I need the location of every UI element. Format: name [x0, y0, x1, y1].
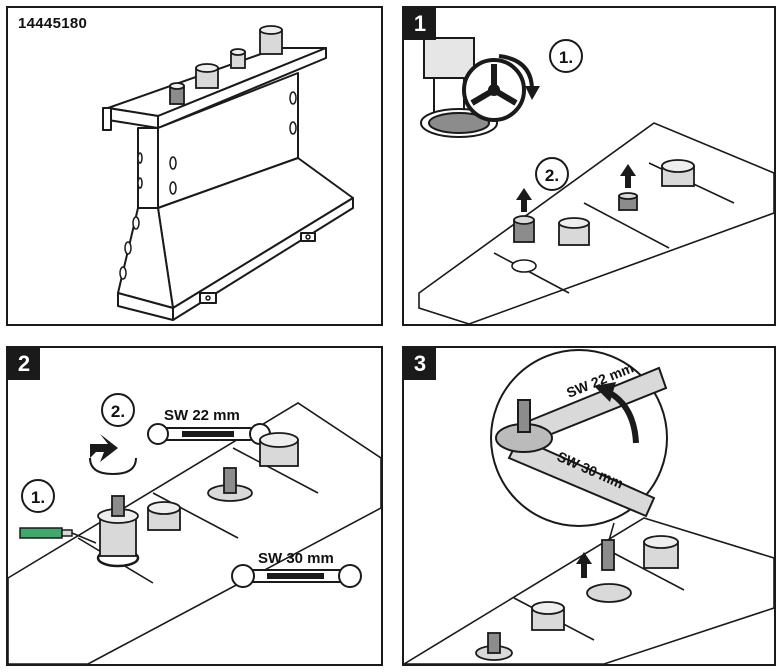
mounting-frame-illustration: [102, 25, 354, 321]
step-1-panel: 1. 2. 1: [402, 6, 776, 326]
wrench-22-icon: [147, 423, 271, 445]
callout-1-label: 1.: [31, 488, 45, 507]
callout-2: [101, 393, 135, 427]
step-badge-3: 3: [404, 348, 436, 380]
step-1-illustration: 1. 2.: [418, 37, 774, 324]
overview-panel: 14445180: [6, 6, 383, 326]
step-3-panel: SW 22 mm SW 30 mm 3: [402, 346, 776, 666]
wrench-22-label: SW 22 mm: [164, 407, 240, 424]
callout-1-label: 1.: [559, 48, 573, 67]
wrench-30-icon: [231, 564, 362, 588]
step-2-panel: SW 22 mm SW 30 mm 2. 1.: [6, 346, 383, 666]
step-badge-1: 1: [404, 8, 436, 40]
step-2-illustration: SW 22 mm SW 30 mm 2. 1.: [8, 393, 381, 664]
wrench-30-label: SW 30 mm: [258, 550, 334, 567]
callout-2-label: 2.: [111, 402, 125, 421]
callout-1: [549, 39, 583, 73]
callout-2-label: 2.: [545, 166, 559, 185]
sealant-tube-icon: [19, 527, 97, 544]
step-badge-2: 2: [8, 348, 40, 380]
callout-1: [21, 479, 55, 513]
callout-2: [535, 157, 569, 191]
article-number: 14445180: [18, 15, 88, 32]
step-3-illustration: SW 22 mm SW 30 mm: [404, 349, 774, 664]
